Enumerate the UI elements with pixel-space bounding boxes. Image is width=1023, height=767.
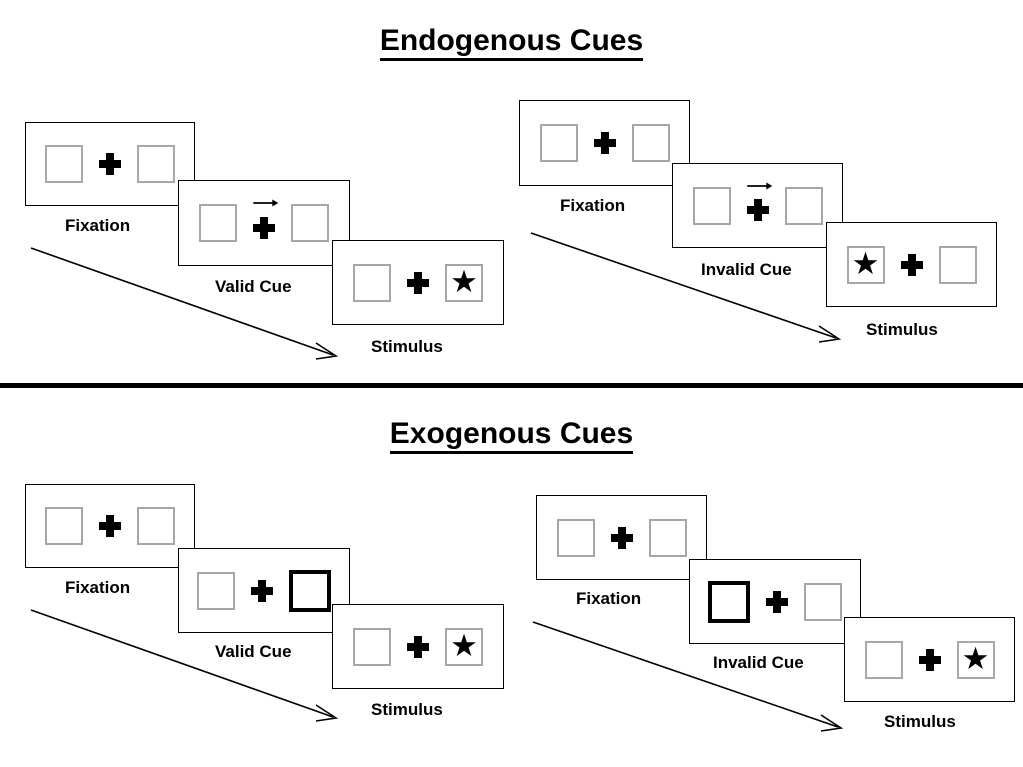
arrow-right-icon [253,199,279,207]
plus-icon [407,635,429,658]
fixation-center [609,516,635,560]
panel-caption-fixation: Fixation [576,589,642,608]
plus-icon [593,132,616,154]
timeline-arrow-exogenous-valid [30,609,339,722]
panel-inner: ★ [846,243,977,287]
left-box [539,124,578,162]
panel-caption-valid-cue: Valid Cue [215,642,292,661]
fixation-center [592,121,618,165]
section-title-exogenous: Exogenous Cues [0,417,1023,454]
panel-inner: ★ [353,625,483,669]
left-box [353,263,391,302]
right-box [137,145,175,183]
fixation-center [249,569,275,613]
left-box [556,518,595,557]
star-icon: ★ [851,246,880,281]
panel-inner [197,569,331,613]
timeline-arrow-endogenous-valid [30,247,339,360]
right-box [804,582,842,621]
fixation-center [251,199,279,245]
fixation-center [917,638,943,682]
plus-icon [918,648,941,671]
trial-panel-stimulus: ★ [826,222,997,307]
panel-caption-stimulus: Stimulus [371,700,443,719]
section-title-endogenous: Endogenous Cues [0,24,1023,61]
panel-caption-fixation: Fixation [65,578,131,597]
right-box [631,124,670,162]
right-box: ★ [956,640,995,679]
plus-icon [766,590,788,613]
left-box [199,204,237,242]
trial-panel-valid-cue [178,180,350,266]
left-box-cued [708,580,750,623]
timeline-arrow-exogenous-invalid [532,621,844,732]
fixation-center [745,182,772,228]
trial-panel-fixation [519,100,690,186]
panel-inner [45,142,175,186]
plus-icon [99,515,121,537]
right-box [784,186,823,225]
left-box [45,145,83,183]
panel-caption-stimulus: Stimulus [371,337,443,356]
trial-panel-invalid-cue [672,163,843,248]
right-box [291,204,329,242]
plus-icon [253,216,275,239]
trial-panel-fixation [536,495,707,580]
trial-panel-stimulus: ★ [332,240,504,325]
plus-icon [610,526,633,549]
left-box [197,571,235,610]
trial-panel-valid-cue [178,548,350,633]
panel-caption-fixation: Fixation [560,196,626,215]
plus-icon [900,253,923,276]
panel-caption-valid-cue: Valid Cue [215,277,292,296]
panel-inner [45,504,175,548]
fixation-center [97,504,123,548]
right-box-cued [289,569,331,612]
fixation-center [899,243,925,287]
plus-icon [407,271,429,294]
panel-caption-invalid-cue: Invalid Cue [713,653,804,672]
right-box: ★ [445,627,483,666]
panel-inner [692,182,823,228]
plus-icon [99,153,121,175]
right-box [137,507,175,545]
panel-inner [708,580,842,624]
timeline-arrow-endogenous-invalid [530,232,842,343]
panel-inner [539,121,670,165]
panel-caption-stimulus: Stimulus [866,320,938,339]
trial-panel-fixation [25,122,195,206]
panel-inner [556,516,687,560]
left-box: ★ [846,245,885,284]
left-box [864,640,903,679]
star-icon: ★ [961,641,990,676]
panel-inner: ★ [353,261,483,305]
star-icon: ★ [450,264,478,299]
left-box [692,186,731,225]
section-divider [0,383,1023,388]
trial-panel-stimulus: ★ [844,617,1015,702]
right-box [938,245,977,284]
trial-panel-invalid-cue [689,559,861,644]
trial-panel-stimulus: ★ [332,604,504,689]
plus-icon [746,199,769,221]
panel-caption-stimulus: Stimulus [884,712,956,731]
section-title-endogenous-text: Endogenous Cues [379,24,644,61]
fixation-center [405,261,431,305]
fixation-center [764,580,790,624]
panel-caption-fixation: Fixation [65,216,131,235]
panel-inner [199,199,329,245]
fixation-center [405,625,431,669]
panel-caption-invalid-cue: Invalid Cue [701,260,792,279]
fixation-center [97,142,123,186]
right-box: ★ [445,263,483,302]
left-box [353,627,391,666]
plus-icon [251,579,273,602]
panel-inner: ★ [864,638,995,682]
section-title-exogenous-text: Exogenous Cues [389,417,634,454]
star-icon: ★ [450,628,478,663]
right-box [648,518,687,557]
trial-panel-fixation [25,484,195,568]
left-box [45,507,83,545]
arrow-right-icon [746,182,772,189]
